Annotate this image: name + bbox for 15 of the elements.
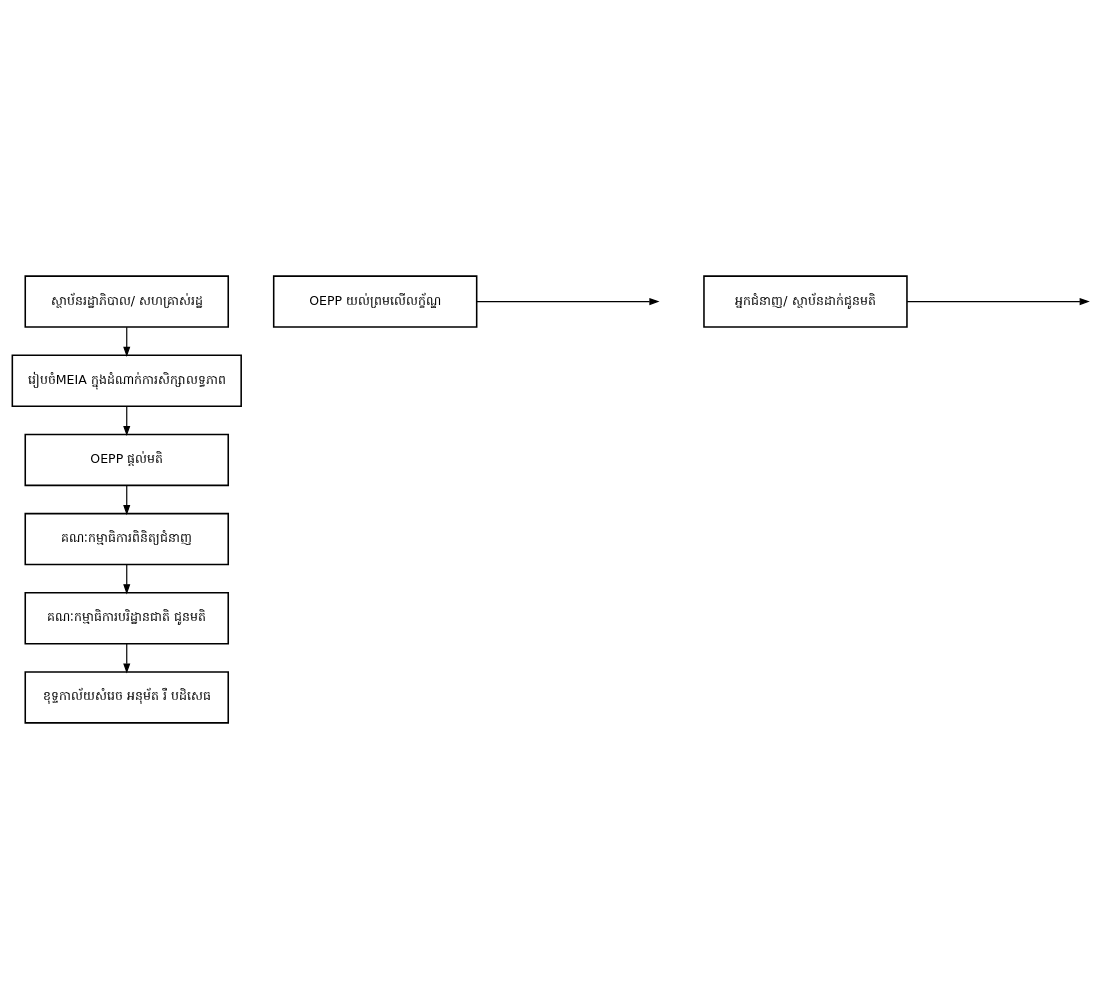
node-box: ស្ថាប័នរដ្ឋាភិបាល/ សហគ្រាស់រដ្ឋ [24, 274, 230, 328]
arrow [123, 563, 131, 594]
node-box: OEPP ផ្តល់មតិ [24, 433, 230, 486]
arrow [123, 405, 131, 436]
node-box: OEPP យល់ព្រមលើលក្ខ័ណ្ឌ [272, 274, 478, 328]
node-box: គណៈកម្មាធិការបរិដ្ឋានជាតិ ជូនមតិ [24, 591, 230, 644]
arrow [123, 484, 131, 515]
node-box: គណៈកម្មាធិការពិនិត្យជំនាញ [24, 512, 230, 565]
arrow [906, 297, 1090, 305]
node-box: ខុទ្ទកាល័យសំរេច អនុម័ត រឺ បដិសេធ [24, 670, 230, 724]
node-box: អ្នកជំនាញ/ ស្ថាប័នដាក់ជូនមតិ [703, 274, 908, 328]
arrow [476, 297, 660, 305]
arrow [123, 642, 131, 674]
node-box: រៀបចំMEIA ក្នុងដំណាក់ការសិក្សាលទ្ធភាព [11, 354, 242, 407]
arrow [123, 326, 131, 357]
